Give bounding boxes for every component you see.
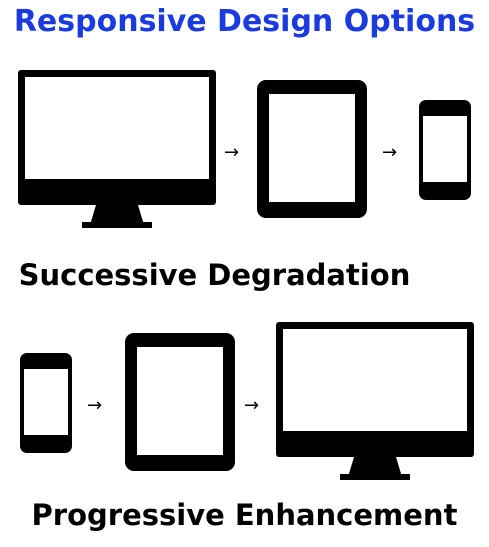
section-caption: Successive Degradation xyxy=(18,258,411,292)
arrow-right-icon: → xyxy=(244,395,260,416)
tablet-icon xyxy=(257,80,367,218)
page-title: Responsive Design Options xyxy=(13,4,476,39)
phone-icon xyxy=(419,100,471,200)
arrow-right-icon: → xyxy=(224,142,240,163)
section-caption: Progressive Enhancement xyxy=(31,498,458,532)
monitor-icon xyxy=(18,70,216,228)
arrow-right-icon: → xyxy=(382,142,398,163)
tablet-icon xyxy=(125,333,235,471)
phone-icon xyxy=(20,353,72,453)
arrow-right-icon: → xyxy=(87,395,103,416)
monitor-icon xyxy=(276,322,474,480)
